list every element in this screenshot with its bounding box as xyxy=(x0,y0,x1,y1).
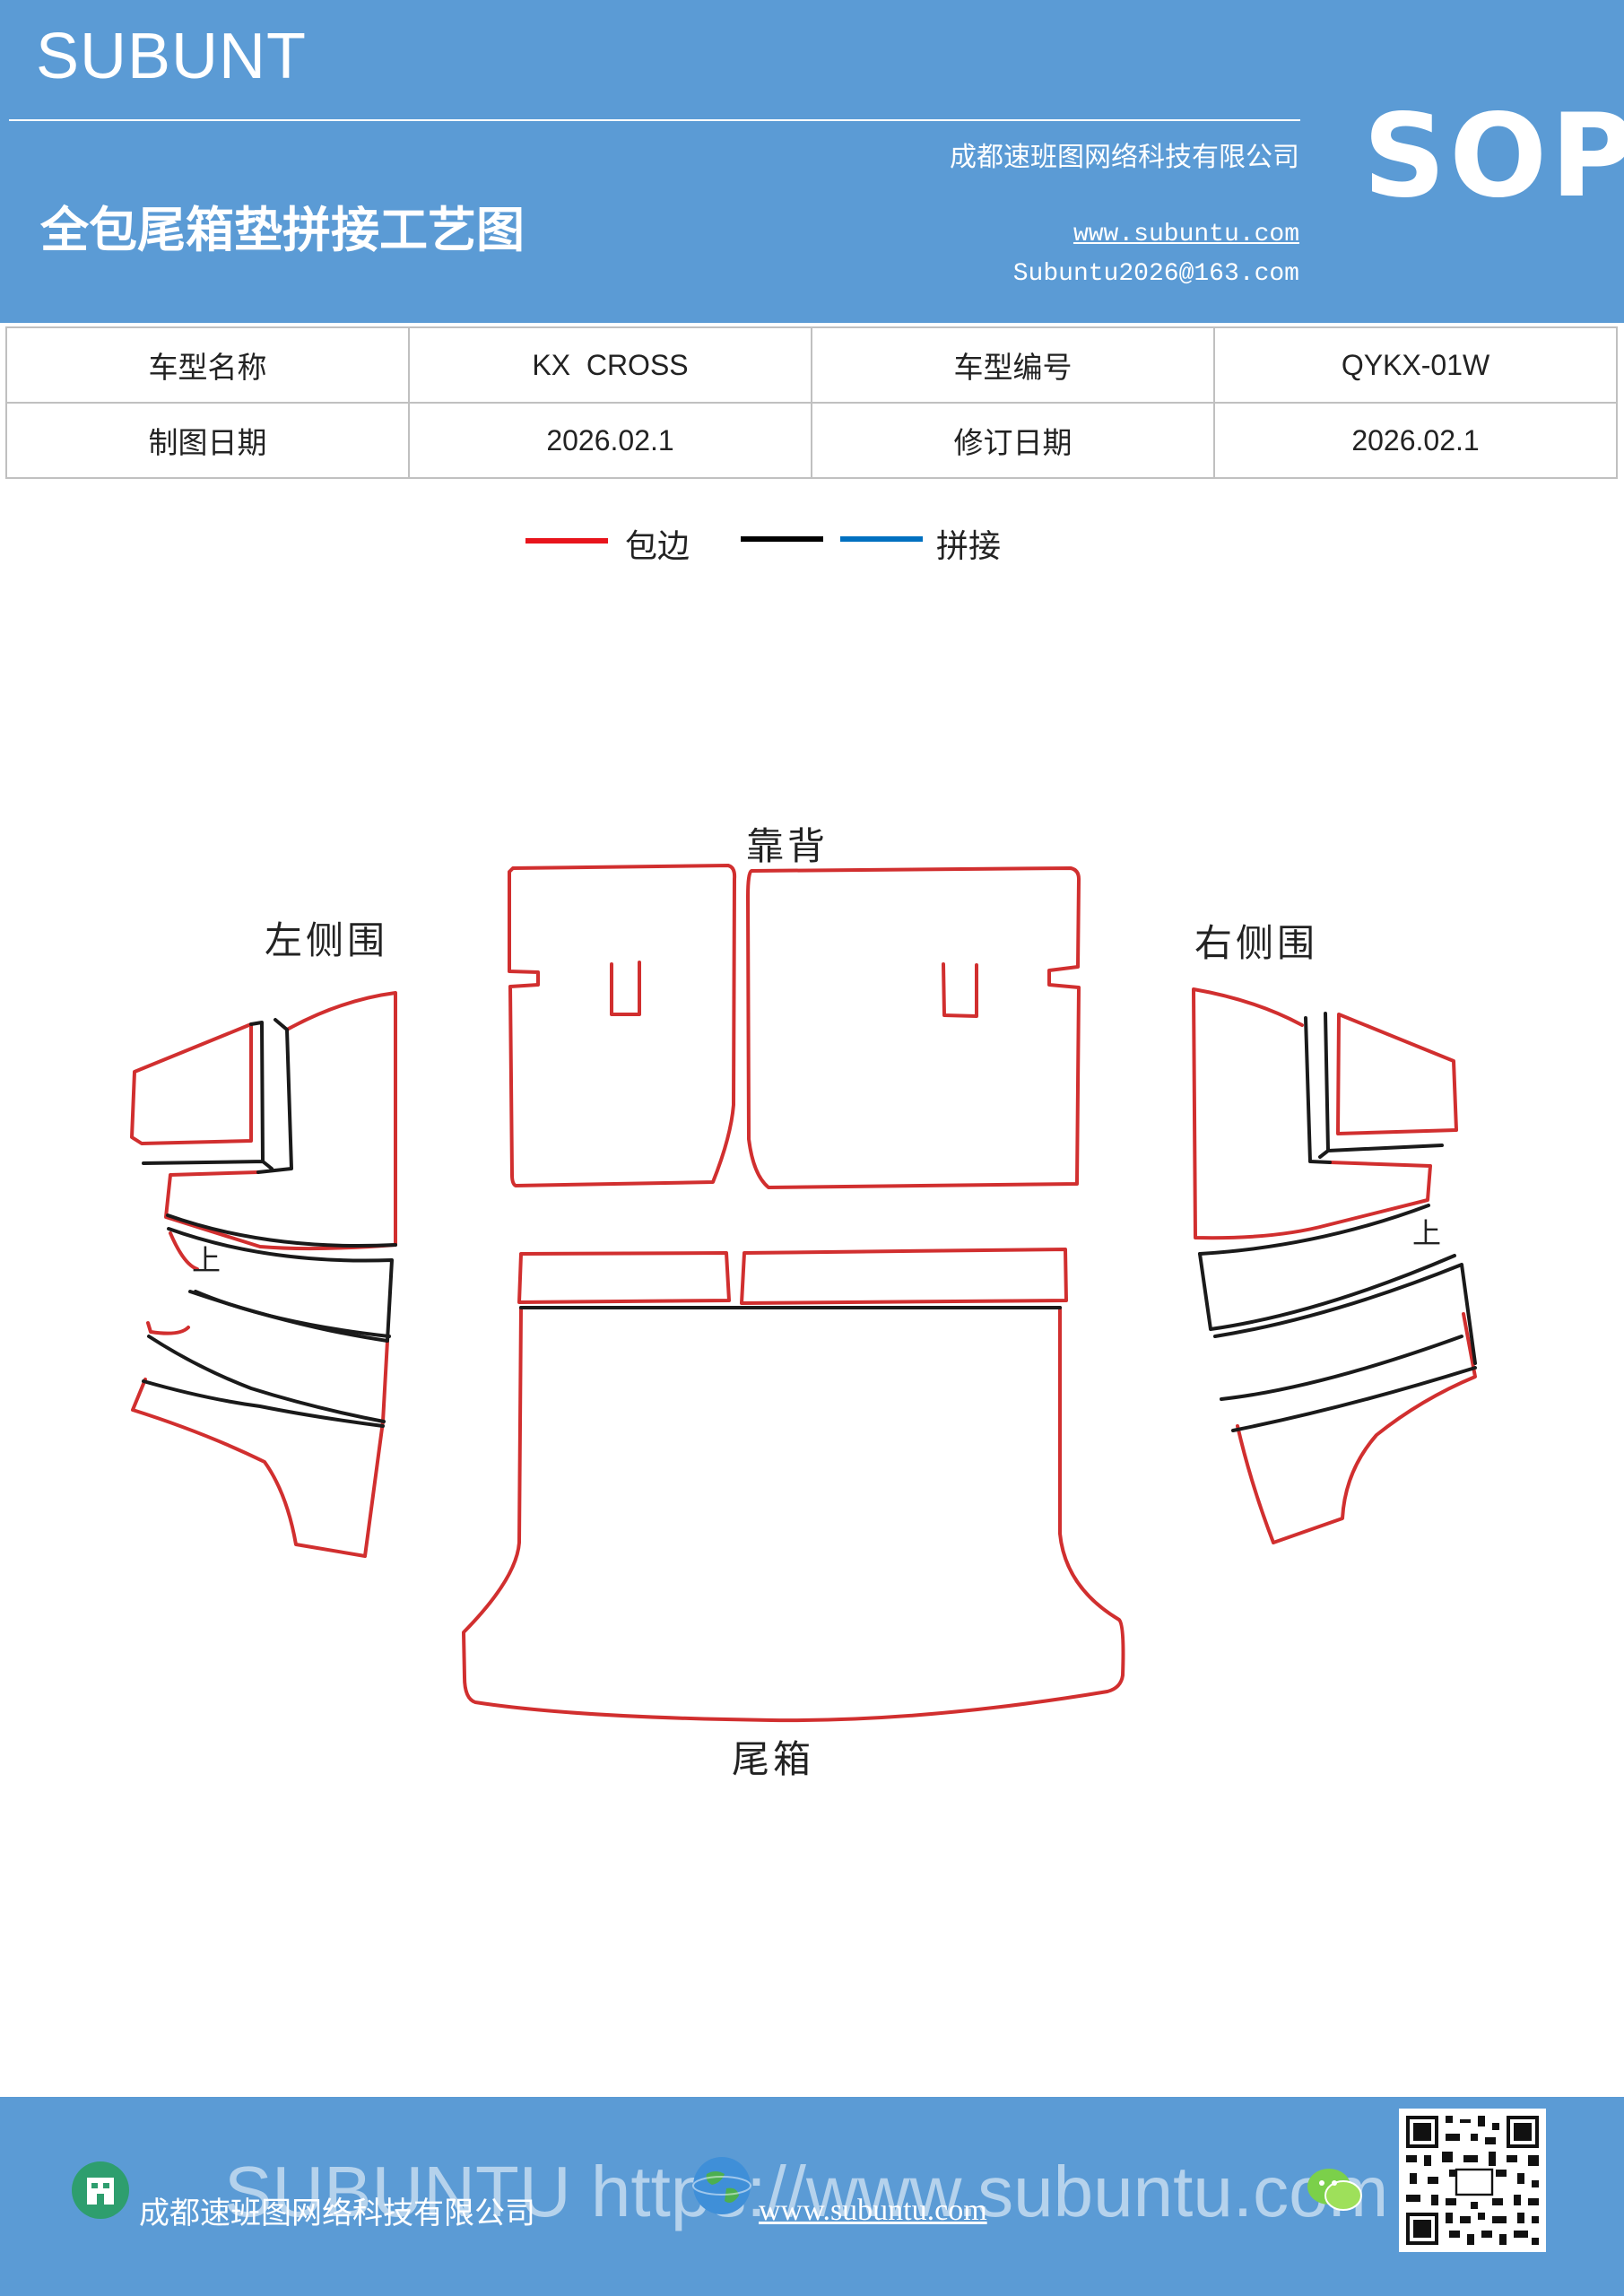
model-code-label: 车型编号 xyxy=(811,326,1215,404)
left-side-main-outline xyxy=(164,991,397,1251)
left-side-lower-edge xyxy=(169,1231,199,1271)
middle-strip-left xyxy=(517,1251,731,1304)
model-code-value: QYKX-01W xyxy=(1213,326,1618,404)
email-address: Subuntu2026@163.com xyxy=(1012,260,1299,288)
right-side-main-outline xyxy=(1192,987,1432,1240)
left-side-tab xyxy=(146,1321,190,1335)
left-side-bottom-outline xyxy=(131,1339,389,1558)
backrest-label: 靠背 xyxy=(746,824,829,868)
model-name-value: KX CROSS xyxy=(408,326,812,404)
right-up-mark: 上 xyxy=(1412,1216,1442,1250)
website-link[interactable]: www.subuntu.com xyxy=(1073,221,1299,248)
draw-date-value: 2026.02.1 xyxy=(408,402,812,479)
left-side-label: 左侧围 xyxy=(265,918,389,962)
backrest-left-panel xyxy=(508,864,737,1187)
vehicle-info-table: 车型名称 KX CROSS 车型编号 QYKX-01W 制图日期 2026.02… xyxy=(5,326,1618,479)
header-divider xyxy=(9,119,1300,121)
sop-badge: SOP xyxy=(1363,90,1624,223)
right-side-corner-seam-2 xyxy=(1304,1016,1332,1164)
backrest-right-panel xyxy=(746,866,1081,1189)
right-side-seam-3 xyxy=(1213,1263,1477,1365)
legend-splice-label: 拼接 xyxy=(936,528,1002,565)
right-side-bottom-outline xyxy=(1236,1312,1477,1544)
left-up-mark: 上 xyxy=(192,1243,221,1277)
right-side-seam-5 xyxy=(1231,1366,1477,1432)
company-name: 成都速班图网络科技有限公司 xyxy=(950,142,1299,173)
footer-banner: SUBUNTU https://www.subuntu.com 成都速班图网络科… xyxy=(0,2097,1624,2296)
left-side-corner-seam xyxy=(142,1021,274,1170)
legend-edge-label: 包边 xyxy=(625,528,690,565)
footer-watermark: SUBUNTU https://www.subuntu.com xyxy=(224,2152,1389,2231)
legend: 包边 拼接 xyxy=(0,520,1624,583)
left-side-seam-4 xyxy=(147,1335,386,1423)
left-side-seam-3 xyxy=(194,1290,391,1338)
draw-date-label: 制图日期 xyxy=(5,402,410,479)
document-title: 全包尾箱垫拼接工艺图 xyxy=(40,201,525,258)
right-side-seam-4 xyxy=(1220,1335,1463,1401)
revise-date-value: 2026.02.1 xyxy=(1213,402,1618,479)
header-banner: SUBUNT 全包尾箱垫拼接工艺图 成都速班图网络科技有限公司 www.subu… xyxy=(0,0,1624,323)
left-side-corner-seam-2 xyxy=(256,1018,293,1174)
globe-icon xyxy=(692,2157,751,2214)
left-side-seam-5 xyxy=(142,1379,385,1428)
right-side-corner-seam xyxy=(1318,1012,1444,1159)
legend-blue-swatch xyxy=(840,536,923,542)
middle-strip-right xyxy=(740,1248,1068,1305)
model-name-label: 车型名称 xyxy=(5,326,410,404)
footer-company-name: 成都速班图网络科技有限公司 xyxy=(139,2196,535,2231)
table-row: 制图日期 2026.02.1 修订日期 2026.02.1 xyxy=(5,402,1618,479)
right-side-seam-1 xyxy=(1198,1204,1430,1256)
left-side-seam-1 xyxy=(166,1213,397,1248)
trunk-floor-panel xyxy=(462,1306,1125,1723)
right-side-seam-2 xyxy=(1198,1252,1456,1331)
right-side-label: 右侧围 xyxy=(1194,921,1319,965)
building-icon xyxy=(72,2161,129,2219)
wechat-icon xyxy=(1307,2169,1362,2211)
legend-black-swatch xyxy=(741,536,823,542)
trunk-label: 尾箱 xyxy=(732,1737,815,1781)
table-row: 车型名称 KX CROSS 车型编号 QYKX-01W xyxy=(5,326,1618,404)
brand-logo-text: SUBUNT xyxy=(36,21,308,92)
revise-date-label: 修订日期 xyxy=(811,402,1215,479)
legend-red-swatch xyxy=(525,538,608,544)
left-side-top-outline xyxy=(130,1022,253,1145)
backrest-left-slot xyxy=(610,961,641,1016)
right-side-top-outline xyxy=(1336,1013,1458,1135)
qr-code-image xyxy=(1399,2109,1546,2252)
footer-website-link[interactable]: www.subuntu.com xyxy=(759,2194,987,2227)
backrest-right-slot xyxy=(942,962,978,1018)
